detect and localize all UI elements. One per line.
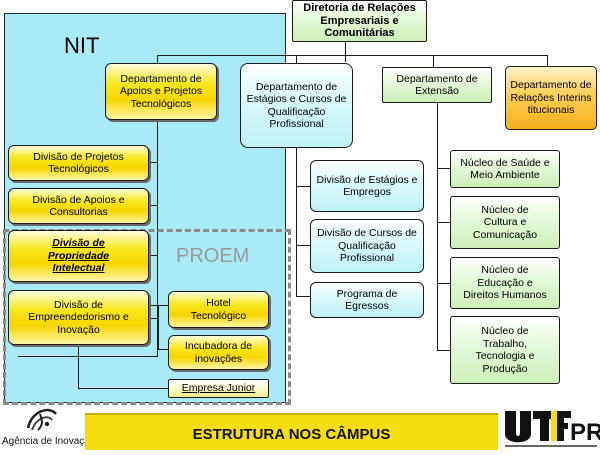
nucleo-educacao-box[interactable]: Núcleo de Educação e Direitos Humanos	[450, 257, 560, 309]
empresa-junior-box[interactable]: Empresa Junior	[168, 379, 269, 398]
nucleo-cultura-label: Núcleo de Cultura e Comunicação	[472, 203, 538, 241]
utfpr-logo: PR	[500, 407, 600, 450]
dept-apoios-box[interactable]: Departamento de Apoios e Projetos Tecnol…	[105, 63, 217, 120]
div-propriedade-intelectual-label: Divisão de Propriedade Intelectual	[47, 237, 110, 275]
div-apoios-consultorias-box[interactable]: Divisão de Apoios e Consultorias	[8, 188, 149, 224]
footer-title: ESTRUTURA NOS CÂMPUS	[192, 426, 391, 443]
nucleo-trabalho-box[interactable]: Núcleo de Trabalho, Tecnologia e Produçã…	[450, 316, 560, 384]
svg-text:PR: PR	[570, 419, 600, 446]
proem-region	[3, 229, 291, 405]
programa-egressos-box[interactable]: Programa de Egressos	[310, 282, 424, 318]
utfpr-logo-graphic: PR	[505, 411, 600, 447]
hotel-tecnologico-label: Hotel Tecnológico	[190, 297, 247, 322]
agency-label: Agência de Inovação	[2, 436, 96, 447]
nucleo-saude-box[interactable]: Núcleo de Saúde e Meio Ambiente	[450, 150, 560, 188]
dept-interinst-label: Departamento de Relações Interinstitucio…	[510, 79, 592, 117]
agency-logo	[22, 404, 62, 434]
empresa-junior-label: Empresa Junior	[181, 382, 256, 395]
nucleo-cultura-box[interactable]: Núcleo de Cultura e Comunicação	[450, 196, 560, 249]
div-empreendedorismo-box[interactable]: Divisão de Empreendedorismo e Inovação	[8, 290, 149, 345]
div-cursos-qualificacao-box[interactable]: Divisão de Cursos de Qualificação Profis…	[310, 219, 424, 273]
programa-egressos-label: Programa de Egressos	[336, 287, 398, 313]
dept-estagios-box[interactable]: Departamento de Estágios e Cursos de Qua…	[240, 63, 353, 148]
hotel-tecnologico-box[interactable]: Hotel Tecnológico	[168, 291, 269, 328]
nit-title: NIT	[64, 33, 100, 58]
diretoria-box[interactable]: Diretoria de Relações Empresariais e Com…	[292, 0, 427, 42]
nucleo-educacao-label: Núcleo de Educação e Direitos Humanos	[463, 264, 547, 302]
div-propriedade-intelectual-box[interactable]: Divisão de Propriedade Intelectual	[8, 230, 149, 282]
dept-interinst-box[interactable]: Departamento de Relações Interinstitucio…	[505, 66, 597, 130]
nucleo-trabalho-label: Núcleo de Trabalho, Tecnologia e Produçã…	[475, 325, 535, 375]
dept-extensao-box[interactable]: Departamento de Extensão	[382, 67, 492, 103]
footer-bar	[85, 413, 498, 450]
div-projetos-box[interactable]: Divisão de Projetos Tecnológicos	[8, 145, 149, 181]
proem-title: PROEM	[176, 245, 250, 267]
div-estagios-empregos-box[interactable]: Divisão de Estágios e Empregos	[310, 160, 424, 212]
incubadora-box[interactable]: Incubadora de inovações	[168, 335, 269, 370]
nucleo-saude-label: Núcleo de Saúde e Meio Ambiente	[460, 156, 550, 182]
agency-swirl-icon	[26, 408, 57, 431]
incubadora-label: Incubadora de inovações	[184, 340, 253, 365]
